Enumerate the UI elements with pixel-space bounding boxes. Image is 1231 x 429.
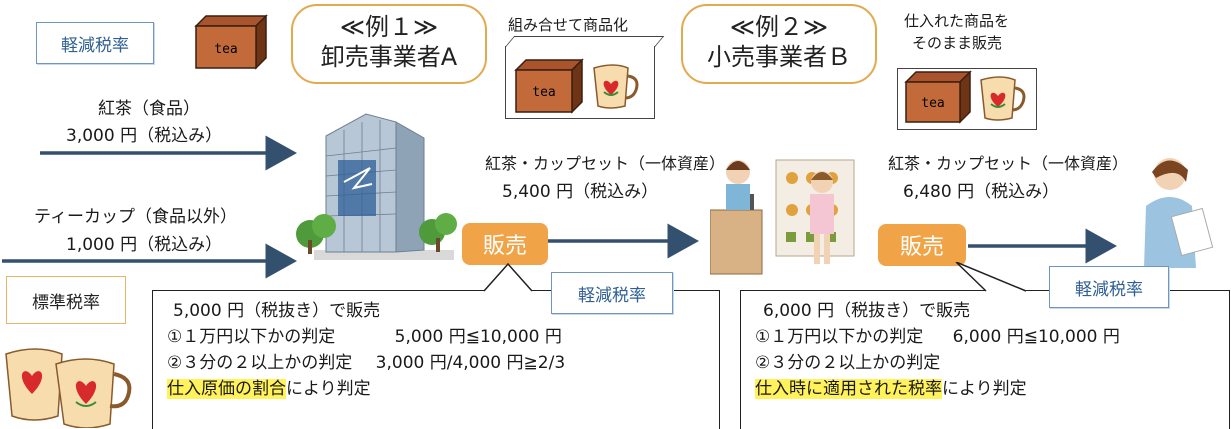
cup-input-name: ティーカップ（食品以外） — [34, 207, 237, 227]
example1-sale-badge: 販売 — [462, 223, 548, 265]
example2-product-price: 6,480 円（税込み） — [903, 182, 1060, 202]
example1-subtitle: 卸売事業者A — [320, 43, 458, 71]
example1-callout-line2: ①１万円以下かの判定 5,000 円≦10,000 円 — [167, 327, 562, 347]
example1-callout-line4: 仕入原価の割合により判定 — [167, 379, 371, 399]
tea-input-name: 紅茶（食品） — [98, 99, 200, 119]
teacups-icon — [5, 348, 132, 428]
reduced-rate-label: 軽減税率 — [61, 35, 129, 56]
tea-input-price: 3,000 円（税込み） — [66, 126, 223, 146]
example1-title: ≪例１≫ — [339, 13, 439, 41]
svg-text:tea: tea — [921, 96, 944, 111]
example2-header: ≪例２≫ 小売事業者Ｂ — [681, 4, 877, 84]
example1-tea-box-icon: tea — [514, 58, 584, 114]
reduced-rate-tag: 軽減税率 — [36, 22, 154, 64]
example1-product-price: 5,400 円（税込み） — [502, 182, 659, 202]
example1-callout-pointer — [483, 262, 533, 292]
example1-callout-highlight: 仕入原価の割合 — [167, 379, 286, 399]
example2-callout-line1: 6,000 円（税抜き）で販売 — [763, 301, 971, 321]
building-icon — [296, 113, 457, 260]
example2-subtitle: 小売事業者Ｂ — [707, 43, 851, 71]
example2-cup-icon — [980, 76, 1026, 121]
example2-tea-box-icon: tea — [904, 70, 972, 124]
example2-callout-line3: ②３分の２以上かの判定 — [755, 353, 941, 373]
standard-rate-tag: 標準税率 — [6, 276, 126, 324]
example2-callout: 6,000 円（税抜き）で販売 ①１万円以下かの判定 6,000 円≦10,00… — [740, 290, 1230, 429]
example2-caption-line1: 仕入れた商品を — [904, 12, 1010, 30]
cup-input-price: 1,000 円（税込み） — [66, 235, 223, 255]
standard-rate-label: 標準税率 — [32, 292, 100, 313]
example1-cup-icon — [593, 64, 639, 109]
tea-box-label: tea — [214, 42, 237, 57]
example2-caption-line2: そのまま販売 — [912, 34, 1003, 52]
example1-caption: 組み合せて商品化 — [508, 16, 629, 34]
customer-icon — [1144, 158, 1214, 268]
example1-reduced-rate-tag: 軽減税率 — [551, 272, 673, 314]
svg-text:tea: tea — [532, 85, 555, 100]
example1-product-name: 紅茶・カップセット（一体資産） — [485, 154, 726, 173]
example2-reduced-rate-tag: 軽減税率 — [1049, 266, 1169, 308]
example2-sale-badge: 販売 — [878, 224, 966, 266]
example1-header: ≪例１≫ 卸売事業者A — [291, 4, 487, 84]
shop-icon — [710, 159, 855, 275]
example1-callout-line3: ②３分の２以上かの判定 3,000 円/4,000 円≧2/3 — [167, 353, 566, 373]
example2-title: ≪例２≫ — [729, 13, 829, 41]
example2-callout-line4: 仕入時に適用された税率により判定 — [755, 379, 1027, 399]
tea-box-icon: tea — [194, 14, 268, 70]
example2-product-name: 紅茶・カップセット（一体資産） — [888, 154, 1129, 173]
example1-callout-line1: 5,000 円（税抜き）で販売 — [173, 301, 381, 321]
example2-callout-line2: ①１万円以下かの判定 6,000 円≦10,000 円 — [755, 327, 1120, 347]
example2-callout-highlight: 仕入時に適用された税率 — [755, 379, 942, 399]
example2-callout-pointer — [955, 262, 1027, 292]
